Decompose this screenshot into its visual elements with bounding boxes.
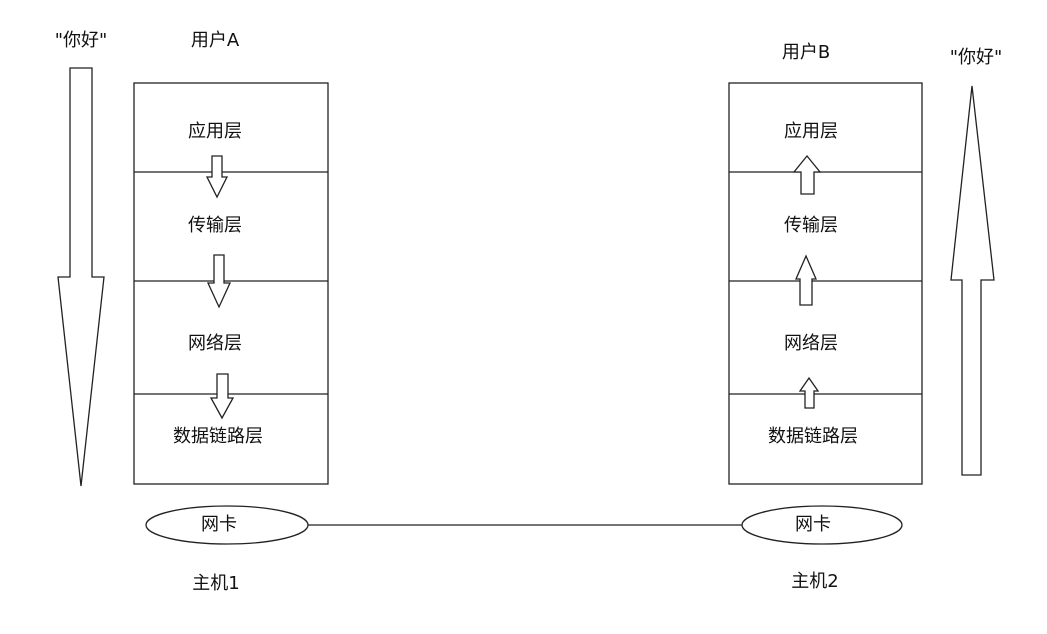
big-down-arrow-icon bbox=[57, 67, 105, 487]
host-b-nic-label: 网卡 bbox=[795, 514, 831, 535]
host-b-network-layer: 网络层 bbox=[784, 333, 838, 354]
host-2-label: 主机2 bbox=[791, 571, 839, 592]
host-b-nic-ellipse bbox=[741, 505, 903, 545]
host-b-transport-layer: 传输层 bbox=[784, 215, 838, 236]
big-up-arrow-icon bbox=[950, 85, 995, 476]
user-b-label: 用户B bbox=[781, 42, 831, 63]
message-label-left: "你好" bbox=[54, 30, 108, 51]
small-down-arrow-icon bbox=[209, 373, 235, 420]
host-b-application-layer: 应用层 bbox=[784, 121, 838, 142]
small-up-arrow-icon bbox=[792, 154, 822, 195]
host-a-nic-label: 网卡 bbox=[201, 514, 237, 535]
host-b-data-link-layer: 数据链路层 bbox=[768, 426, 858, 447]
host-a-nic-ellipse bbox=[145, 505, 309, 545]
host-a-stack-box bbox=[133, 82, 329, 485]
host-a-network-layer: 网络层 bbox=[188, 333, 242, 354]
host-1-label: 主机1 bbox=[192, 573, 240, 594]
host-b-stack-box bbox=[728, 82, 923, 485]
message-label-right: "你好" bbox=[949, 47, 1003, 68]
small-down-arrow-icon bbox=[205, 155, 229, 199]
user-a-label: 用户A bbox=[190, 30, 240, 51]
host-a-transport-layer: 传输层 bbox=[188, 215, 242, 236]
small-up-arrow-icon bbox=[795, 254, 817, 306]
small-down-arrow-icon bbox=[206, 254, 232, 309]
host-a-data-link-layer: 数据链路层 bbox=[173, 426, 263, 447]
host-a-application-layer: 应用层 bbox=[188, 121, 242, 142]
small-up-arrow-icon bbox=[798, 376, 820, 409]
